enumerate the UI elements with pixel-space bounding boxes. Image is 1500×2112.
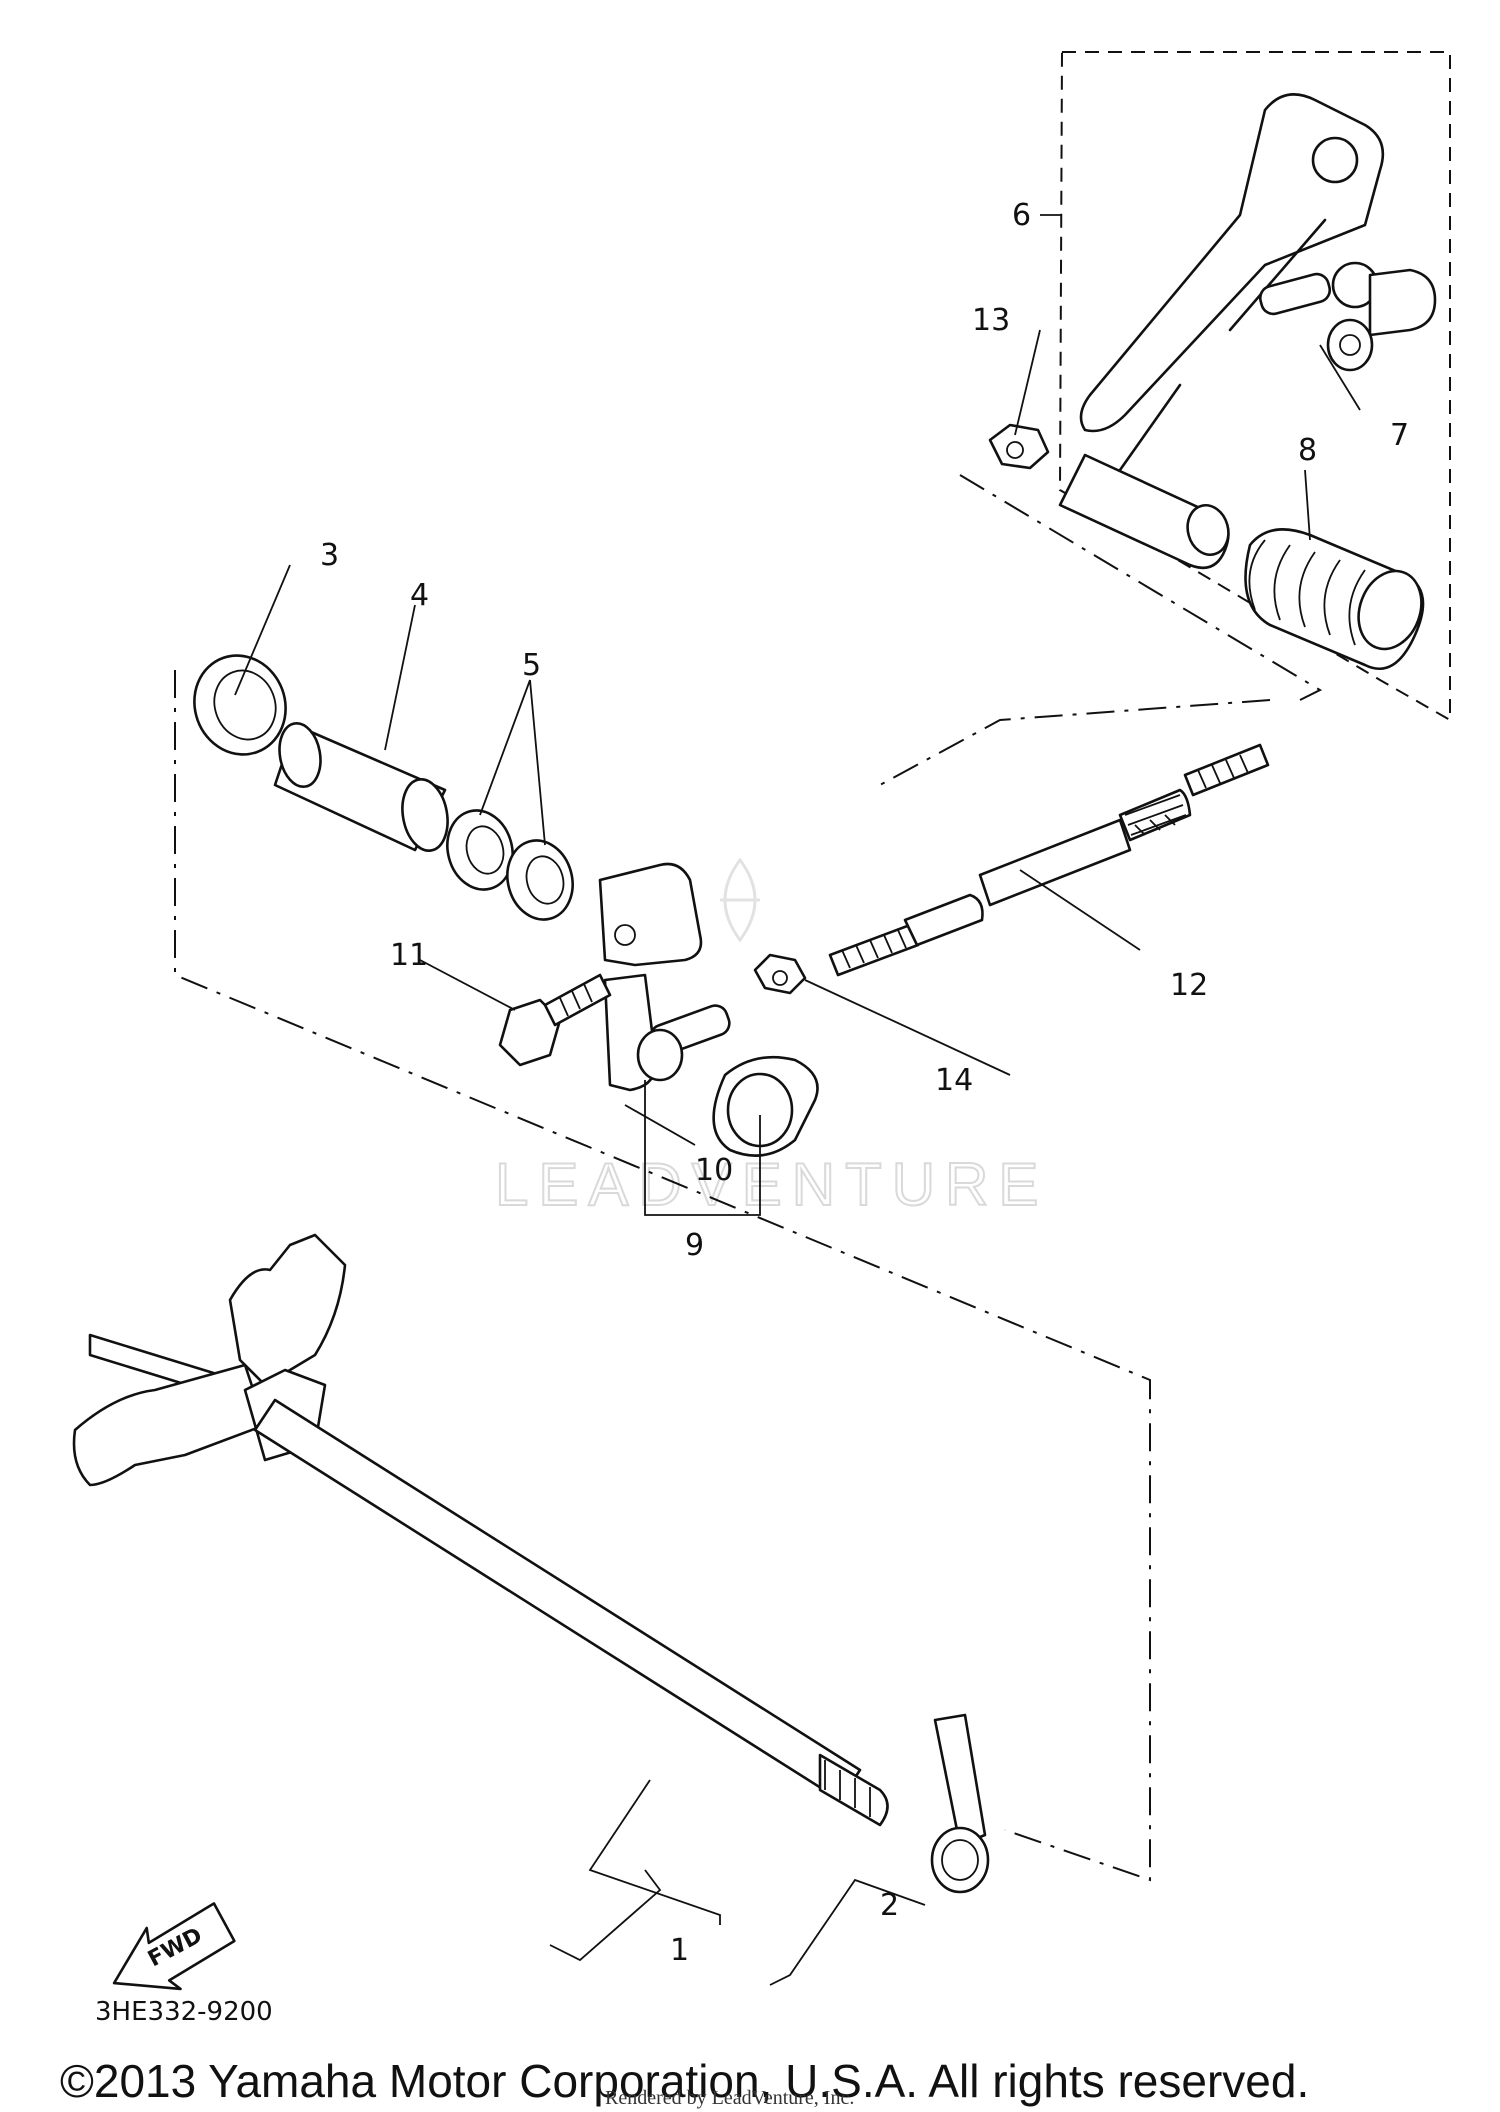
torsion-spring (930, 1713, 990, 1894)
small-nut (753, 953, 807, 995)
callout-11: 11 (390, 938, 428, 973)
callout-13: 13 (972, 303, 1010, 338)
bearings (446, 809, 574, 921)
callout-9: 9 (685, 1228, 704, 1263)
rendered-by: Rendered by LeadVenture, Inc. (605, 2087, 854, 2109)
callout-10: 10 (695, 1153, 733, 1188)
shift-arm (598, 862, 731, 1092)
bolt (498, 973, 612, 1067)
callouts: 1 2 3 4 5 6 7 8 9 10 11 12 13 14 (320, 198, 1409, 1968)
watermark: LEADVENTURE (494, 857, 1048, 1219)
joint (712, 1055, 819, 1157)
shift-shaft (72, 1233, 889, 1827)
shift-pedal (1058, 93, 1385, 570)
callout-12: 12 (1170, 968, 1208, 1003)
callout-3: 3 (320, 538, 339, 573)
diagram-code: 3HE332-9200 (95, 1997, 273, 2027)
forward-arrow-icon: FWD (112, 1902, 236, 1991)
callout-4: 4 (410, 578, 429, 613)
callout-8: 8 (1298, 433, 1317, 468)
footpeg-rubber (1244, 528, 1425, 671)
assembly-guide-lines (174, 474, 1323, 1882)
pedal-assembly-box (1058, 51, 1451, 722)
callout-7: 7 (1390, 418, 1409, 453)
callout-1: 1 (670, 1933, 689, 1968)
shift-rod (828, 743, 1270, 977)
copyright-notice: ©2013 Yamaha Motor Corporation, U.S.A. A… (60, 2055, 1309, 2107)
callout-2: 2 (880, 1888, 899, 1923)
joint-pin (1258, 261, 1437, 372)
nut (988, 423, 1050, 470)
oil-seal (193, 654, 287, 756)
callout-6: 6 (1012, 198, 1031, 233)
callout-5: 5 (522, 648, 541, 683)
callout-14: 14 (935, 1063, 973, 1098)
leader-lines (234, 329, 1361, 1986)
watermark-text: LEADVENTURE (495, 1151, 1048, 1218)
collar (273, 721, 449, 852)
